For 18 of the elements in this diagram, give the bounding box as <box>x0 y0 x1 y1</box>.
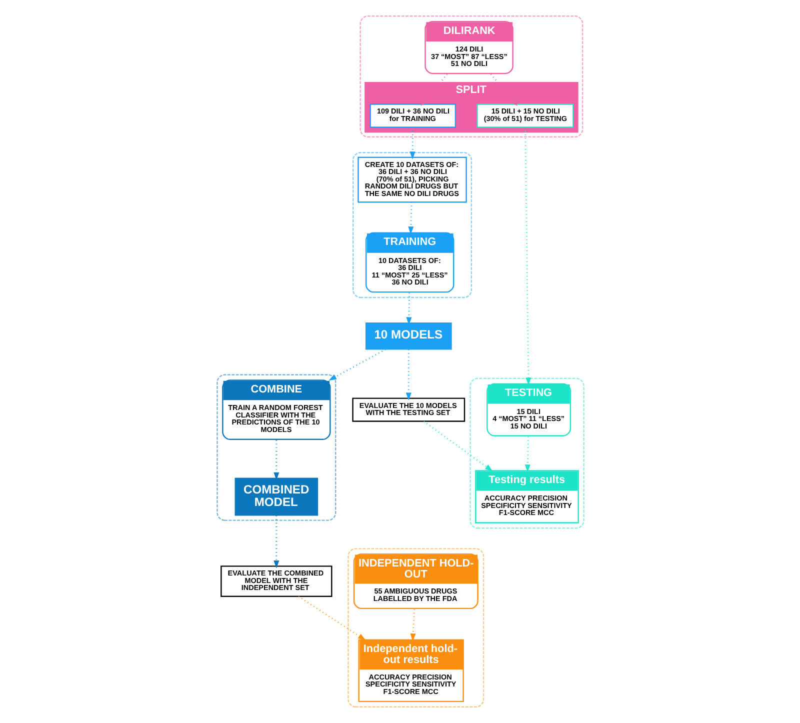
arrow <box>420 74 448 106</box>
arrow <box>298 596 366 640</box>
arrow <box>328 348 386 381</box>
arrow <box>524 436 530 472</box>
arrow <box>273 440 279 480</box>
cluster <box>359 16 583 138</box>
arrow <box>273 516 279 568</box>
arrow <box>490 74 518 106</box>
arrow <box>409 127 415 160</box>
arrow <box>405 350 411 400</box>
arrow <box>406 292 412 326</box>
arrow <box>422 420 492 472</box>
arrow <box>410 609 416 642</box>
arrow <box>408 202 414 234</box>
arrow <box>524 127 531 386</box>
node-box: COMBINED MODEL <box>234 478 318 516</box>
node-box: 10 MODELS <box>364 322 452 350</box>
cluster <box>347 548 484 708</box>
